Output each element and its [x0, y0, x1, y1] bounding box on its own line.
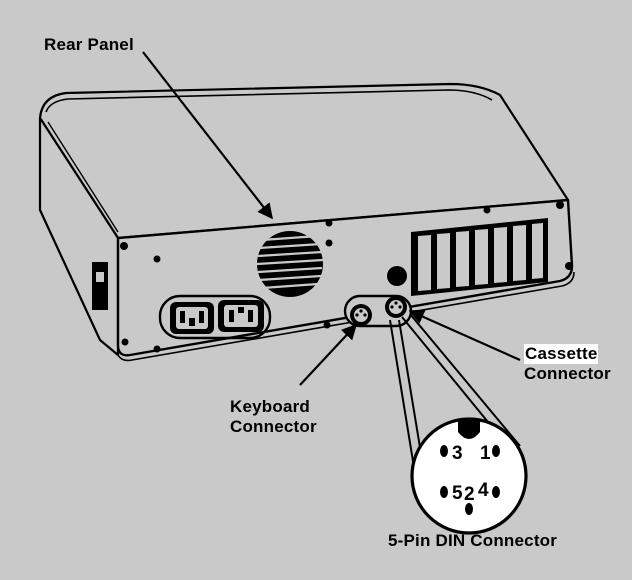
case-top: [38, 82, 570, 240]
power-in-socket: [170, 302, 214, 334]
screw: [121, 338, 129, 346]
screw: [565, 262, 573, 270]
screw: [323, 321, 331, 329]
keyboard-connector-label: Keyboard Connector: [230, 397, 317, 437]
expansion-slots: [411, 218, 548, 296]
cassette-label-line1: Cassette: [524, 344, 599, 364]
screw: [556, 201, 564, 209]
din-key-notch: [458, 420, 480, 439]
cassette-arrow: [408, 309, 521, 362]
power-connectors: [158, 294, 272, 340]
case-top-rim: [45, 89, 493, 113]
keyboard-label-line2: Connector: [230, 417, 317, 436]
keyboard-socket: [350, 304, 372, 326]
din-pin: [492, 486, 500, 498]
din-connector-enlarged: 3 1 5 2 4: [410, 417, 528, 535]
screw: [120, 242, 128, 250]
cassette-label-line2: Connector: [524, 364, 611, 383]
keyboard-arrow: [299, 323, 358, 386]
power-out-socket: [218, 300, 264, 332]
din-sockets: [343, 294, 413, 328]
din-pin-label: 4: [478, 480, 489, 501]
din-pin: [440, 445, 448, 457]
din-pin: [465, 503, 473, 515]
din-pin-label: 2: [464, 484, 475, 505]
screw: [483, 206, 491, 214]
screw: [325, 219, 333, 227]
cassette-connector-label: Cassette Connector: [524, 344, 611, 384]
power-switch: [92, 262, 108, 310]
case-side-groove: [47, 121, 119, 233]
knockout-hole: [387, 266, 407, 286]
din-pin-label: 5: [452, 483, 463, 504]
power-connector-housing: [158, 294, 272, 340]
din-pin: [440, 486, 448, 498]
screw: [325, 239, 333, 247]
panel-screws: [120, 201, 573, 353]
computer-case: [38, 82, 575, 362]
callout-arrows: [142, 51, 521, 386]
din-pin-label: 1: [480, 443, 491, 464]
case-side-edge: [39, 209, 101, 341]
screw: [153, 345, 161, 353]
fan-grille: [256, 231, 324, 297]
din-pin: [492, 445, 500, 457]
screw: [153, 255, 161, 263]
case-bottom-lip: [99, 271, 575, 362]
rear-panel-label: Rear Panel: [44, 35, 134, 54]
cassette-socket: [385, 296, 407, 318]
keyboard-label-line1: Keyboard: [230, 397, 311, 416]
din-pin-label: 3: [452, 443, 463, 464]
rear-panel-arrow: [142, 51, 273, 220]
din-connector-label: 5-Pin DIN Connector: [388, 531, 558, 550]
